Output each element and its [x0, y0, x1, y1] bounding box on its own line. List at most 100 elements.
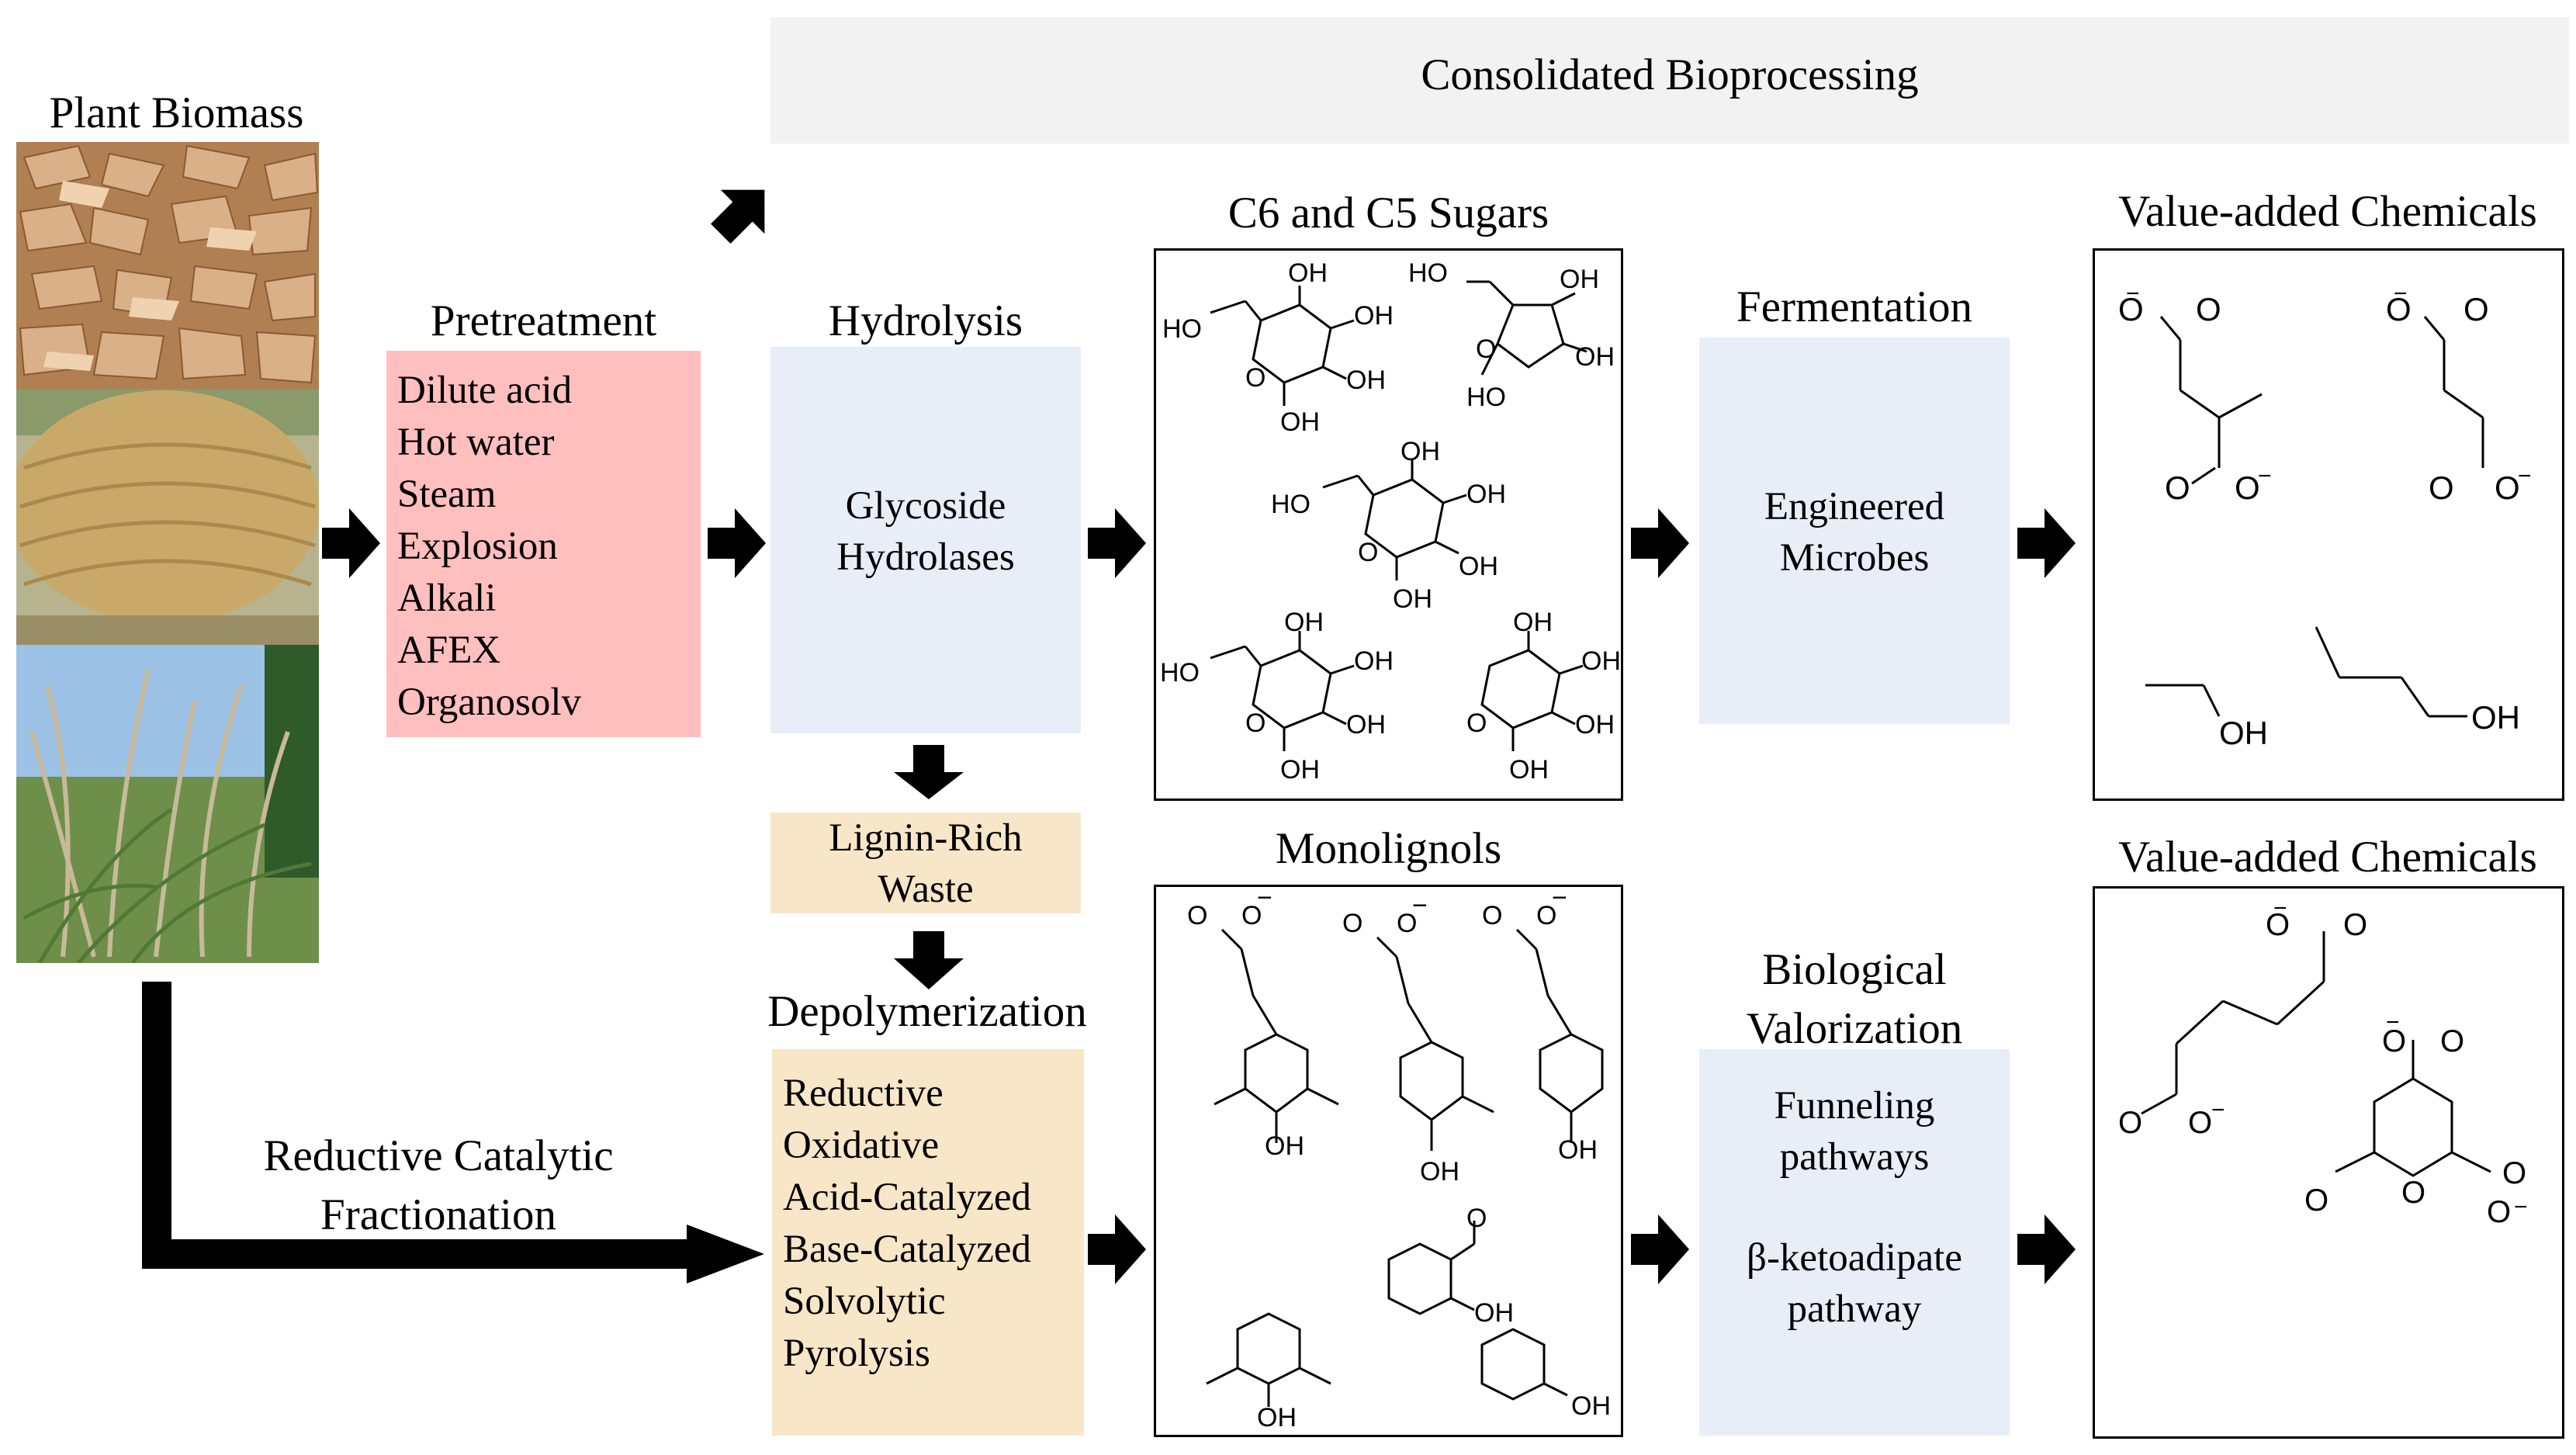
rcf-arrow-shaft — [142, 1239, 693, 1269]
arrow-down — [894, 931, 964, 989]
svg-text:O: O — [2401, 1176, 2425, 1210]
svg-text:OH: OH — [1346, 365, 1386, 395]
svg-text:O: O — [1466, 1204, 1487, 1233]
pretreatment-item: Dilute acid — [397, 369, 573, 412]
arrow-right — [1088, 508, 1146, 578]
rcf-arrow-stem — [142, 982, 171, 1269]
arrow-right — [2017, 508, 2076, 578]
depolymerization-item: Base-Catalyzed — [783, 1228, 1032, 1271]
svg-text:OH: OH — [1513, 608, 1553, 637]
svg-text:O: O — [1482, 901, 1502, 930]
svg-text:O: O — [2382, 1024, 2406, 1058]
svg-text:OH: OH — [1280, 407, 1320, 437]
svg-text:OH: OH — [1581, 646, 1621, 676]
svg-text:OH: OH — [1393, 584, 1432, 614]
valorization-box: Funneling pathways β-ketoadipate pathway — [1699, 1049, 2010, 1436]
arrow-diagonal-up-right — [711, 189, 765, 244]
svg-text:O: O — [1187, 901, 1207, 930]
depolymerization-item: Acid-Catalyzed — [783, 1176, 1032, 1219]
svg-text:OH: OH — [1571, 1391, 1611, 1421]
svg-text:O: O — [2440, 1024, 2464, 1058]
monolignols-title: Monolignols — [1275, 824, 1502, 873]
svg-text:HO: HO — [1271, 490, 1311, 519]
svg-text:HO: HO — [1160, 658, 1200, 688]
svg-text:O: O — [1342, 909, 1362, 938]
sugars-title: C6 and C5 Sugars — [1227, 189, 1549, 237]
svg-text:O: O — [1476, 334, 1496, 364]
svg-text:O: O — [2386, 291, 2412, 327]
valorization-title-line: Biological — [1762, 945, 1947, 994]
svg-text:O: O — [1536, 901, 1556, 930]
valorization-title-line: Valorization — [1746, 1004, 1963, 1053]
valorization-line: pathway — [1787, 1287, 1922, 1331]
svg-text:OH: OH — [1575, 710, 1615, 740]
rcf-line: Reductive Catalytic — [263, 1131, 614, 1180]
fermentation-box: Engineered Microbes — [1699, 338, 2010, 724]
svg-text:O: O — [2502, 1156, 2526, 1190]
chem-top-title: Value-added Chemicals — [2118, 187, 2537, 236]
svg-text:O: O — [2165, 469, 2190, 506]
hydrolysis-enzyme-line: Hydrolases — [836, 535, 1015, 579]
depolymerization-title: Depolymerization — [767, 987, 1087, 1036]
svg-text:OH: OH — [1459, 552, 1498, 581]
arrow-right — [322, 508, 380, 578]
svg-text:O: O — [2266, 908, 2290, 942]
lignin-waste-box: Lignin-Rich Waste — [770, 812, 1081, 913]
svg-text:−: − — [2258, 463, 2272, 489]
svg-text:O: O — [2343, 908, 2367, 942]
pretreatment-item: Hot water — [397, 421, 555, 464]
arrow-right — [1088, 1214, 1146, 1284]
svg-text:O: O — [2487, 1195, 2511, 1229]
pretreatment-item: Alkali — [397, 577, 497, 620]
pretreatment-item: Organosolv — [397, 681, 582, 724]
svg-text:O: O — [1241, 901, 1262, 930]
svg-text:OH: OH — [1265, 1131, 1304, 1161]
arrow-down — [894, 745, 964, 799]
svg-text:O: O — [2235, 469, 2260, 506]
arrow-right — [1631, 508, 1689, 578]
svg-text:OH: OH — [1280, 755, 1320, 785]
svg-text:O: O — [2118, 291, 2144, 327]
pretreatment-item: Explosion — [397, 525, 558, 568]
svg-text:O: O — [2188, 1106, 2212, 1140]
svg-text:OH: OH — [1257, 1403, 1297, 1432]
svg-text:OH: OH — [2471, 699, 2520, 736]
svg-text:−: − — [2394, 281, 2408, 307]
fermentation-line: Microbes — [1779, 536, 1930, 580]
valorization-line: Funneling — [1774, 1084, 1935, 1128]
wood-chips-photo — [16, 142, 319, 389]
depolymerization-item: Solvolytic — [783, 1280, 946, 1323]
straw-bale-photo — [9, 389, 319, 645]
svg-text:OH: OH — [1354, 301, 1394, 331]
svg-text:O: O — [2196, 291, 2221, 327]
svg-text:OH: OH — [1466, 480, 1506, 509]
svg-text:OH: OH — [1474, 1298, 1514, 1328]
svg-text:−: − — [2514, 1194, 2528, 1220]
pretreatment-item: Steam — [397, 473, 497, 516]
svg-text:OH: OH — [1284, 608, 1324, 637]
rcf-arrow-head — [687, 1225, 764, 1284]
biomass-photos — [9, 142, 319, 965]
fermentation-title: Fermentation — [1736, 282, 1972, 331]
hydrolysis-enzyme-line: Glycoside — [845, 484, 1006, 528]
arrow-right — [2017, 1214, 2076, 1284]
valorization-line: pathways — [1779, 1135, 1930, 1179]
svg-text:−: − — [2386, 1010, 2400, 1035]
svg-text:OH: OH — [1354, 646, 1394, 676]
svg-text:O: O — [2429, 469, 2454, 506]
svg-text:O: O — [1245, 363, 1265, 393]
svg-text:OH: OH — [1420, 1157, 1459, 1187]
svg-text:OH: OH — [1401, 437, 1440, 466]
rcf-label: Reductive Catalytic Fractionation — [217, 1127, 660, 1245]
arrow-right — [1631, 1214, 1689, 1284]
fermentation-line: Engineered — [1764, 485, 1945, 528]
svg-text:O: O — [1397, 909, 1417, 938]
miscanthus-grass-photo — [16, 645, 319, 965]
chem-bottom-title: Value-added Chemicals — [2118, 833, 2537, 882]
